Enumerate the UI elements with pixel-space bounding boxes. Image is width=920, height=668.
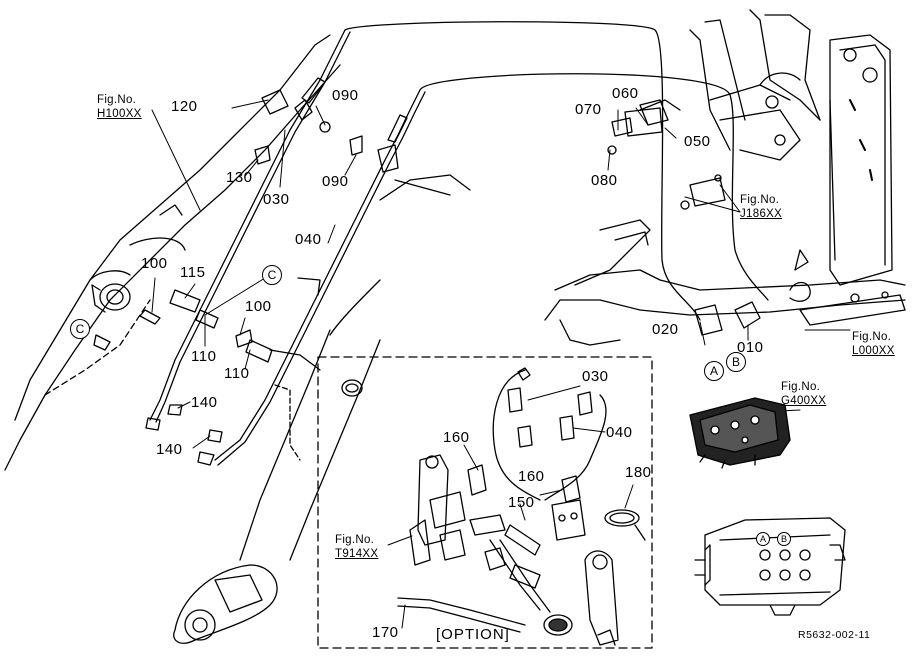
fig-ref-l000: Fig.No. L000XX <box>852 330 895 358</box>
fig-ref-t914-caption: Fig.No. <box>335 534 375 546</box>
part-label-040-option: 040 <box>606 424 633 441</box>
part-label-090-second: 090 <box>322 173 349 190</box>
option-box <box>317 356 653 649</box>
hose-020-010 <box>344 21 769 336</box>
option-parts <box>387 367 646 646</box>
fig-ref-l000-caption: Fig.No. <box>852 331 892 343</box>
fig-ref-g400-code: G400XX <box>781 395 827 407</box>
part-label-140: 140 <box>191 394 218 411</box>
fig-ref-j186-code: J186XX <box>740 208 783 220</box>
part-label-120: 120 <box>171 98 198 115</box>
fig-ref-g400-caption: Fig.No. <box>781 381 821 393</box>
part-label-110-second: 110 <box>224 365 250 382</box>
tractor-frame <box>544 9 906 346</box>
marker-c-left: C <box>70 319 90 339</box>
part-label-115: 115 <box>180 264 206 281</box>
hose-040 <box>197 89 426 466</box>
part-label-180: 180 <box>625 464 652 481</box>
drawing-code: R5632-002-11 <box>798 629 871 641</box>
part-label-050: 050 <box>684 133 711 150</box>
part-label-150: 150 <box>508 494 535 511</box>
marker-b-detail: B <box>777 532 791 546</box>
part-label-140-second: 140 <box>156 441 183 458</box>
part-label-110: 110 <box>191 348 217 365</box>
part-label-160: 160 <box>443 429 470 446</box>
part-label-090: 090 <box>332 87 359 104</box>
boom-pivot <box>91 283 131 351</box>
fig-ref-j186: Fig.No. J186XX <box>740 193 782 221</box>
fig-ref-l000-code: L000XX <box>852 345 895 357</box>
part-label-030-option: 030 <box>582 368 609 385</box>
bracket-060 <box>607 99 726 210</box>
fig-ref-g400: Fig.No. G400XX <box>781 380 826 408</box>
valve-detail <box>694 517 846 616</box>
fig-ref-t914: Fig.No. T914XX <box>335 533 378 561</box>
part-label-100-second: 100 <box>245 298 272 315</box>
part-label-170: 170 <box>372 624 399 641</box>
control-valve <box>689 397 791 469</box>
fig-ref-h100: Fig.No. H100XX <box>97 93 142 121</box>
marker-a: A <box>704 361 724 381</box>
marker-c-top: C <box>262 265 282 285</box>
part-label-010: 010 <box>737 339 764 356</box>
fig-ref-t914-code: T914XX <box>335 548 379 560</box>
part-label-130: 130 <box>226 169 253 186</box>
part-label-040: 040 <box>295 231 322 248</box>
part-label-080: 080 <box>591 172 618 189</box>
option-label: [OPTION] <box>436 626 510 643</box>
part-label-060: 060 <box>612 85 639 102</box>
marker-a-detail: A <box>756 532 770 546</box>
part-label-070: 070 <box>575 101 602 118</box>
part-label-030: 030 <box>263 191 290 208</box>
hose-030 <box>145 29 351 431</box>
fig-ref-h100-caption: Fig.No. <box>97 94 137 106</box>
marker-b: B <box>726 352 746 372</box>
leader-lines <box>151 99 851 449</box>
part-label-160-second: 160 <box>518 468 545 485</box>
fig-ref-j186-caption: Fig.No. <box>740 194 780 206</box>
fig-ref-h100-code: H100XX <box>97 108 142 120</box>
loader-boom <box>4 34 471 644</box>
part-label-020: 020 <box>652 321 679 338</box>
part-label-100: 100 <box>141 255 168 272</box>
